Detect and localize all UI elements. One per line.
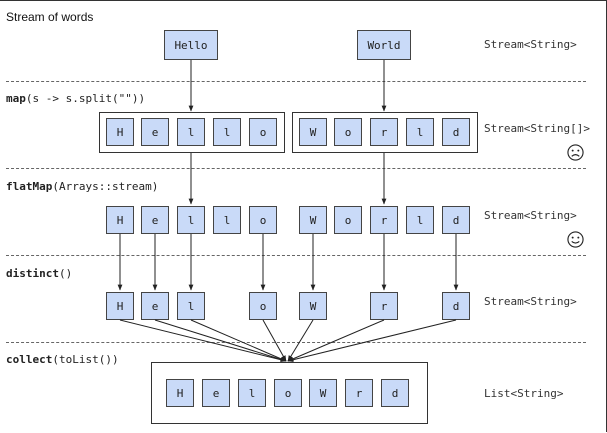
- stage-separator: [6, 255, 586, 256]
- split-cell: l: [213, 118, 241, 146]
- flat-cell: r: [370, 206, 398, 234]
- flat-cell: l: [406, 206, 434, 234]
- distinct-cell: H: [106, 292, 134, 320]
- stage-separator: [6, 81, 586, 82]
- flat-cell: o: [334, 206, 362, 234]
- split-cell: l: [406, 118, 434, 146]
- map-type-label: Stream<String[]>: [484, 122, 590, 135]
- array-frame-world: [292, 112, 478, 153]
- source-type-label: Stream<String>: [484, 38, 577, 51]
- distinct-cell: e: [141, 292, 169, 320]
- distinct-cell: o: [249, 292, 277, 320]
- split-cell: r: [370, 118, 398, 146]
- distinct-operation-label: distinct(): [6, 267, 72, 280]
- flat-cell: W: [299, 206, 327, 234]
- distinct-cell: l: [177, 292, 205, 320]
- distinct-cell: d: [442, 292, 470, 320]
- result-list-frame: [151, 362, 428, 424]
- flat-cell: e: [141, 206, 169, 234]
- word-box-world: World: [357, 30, 411, 60]
- stage-separator: [6, 342, 586, 343]
- result-cell: o: [274, 379, 302, 407]
- diagram-title: Stream of words: [6, 10, 94, 24]
- flat-cell: H: [106, 206, 134, 234]
- split-cell: e: [141, 118, 169, 146]
- op-name: flatMap: [6, 180, 53, 193]
- op-args: (toList()): [52, 353, 119, 366]
- op-name: collect: [6, 353, 53, 366]
- collect-type-label: List<String>: [484, 387, 564, 400]
- split-cell: o: [334, 118, 362, 146]
- flat-cell: o: [249, 206, 277, 234]
- distinct-cell: r: [370, 292, 398, 320]
- happy-face-icon: [567, 231, 584, 248]
- arrow-distinct-to-collect: [262, 319, 287, 362]
- op-args: (Arrays::stream): [52, 180, 159, 193]
- array-frame-hello: [99, 112, 285, 153]
- result-cell: e: [202, 379, 230, 407]
- flat-cell: d: [442, 206, 470, 234]
- flatmap-operation-label: flatMap(Arrays::stream): [6, 180, 158, 193]
- flat-cell: l: [213, 206, 241, 234]
- collect-operation-label: collect(toList()): [6, 353, 119, 366]
- word-box-hello: Hello: [164, 30, 218, 60]
- split-cell: l: [177, 118, 205, 146]
- result-cell: l: [238, 379, 266, 407]
- op-name: distinct: [6, 267, 59, 280]
- stage-separator: [6, 168, 586, 169]
- op-args: (): [58, 267, 73, 280]
- arrow-distinct-to-collect: [190, 319, 287, 362]
- sad-face-icon: [567, 144, 584, 161]
- flat-cell: l: [177, 206, 205, 234]
- arrow-distinct-to-collect: [287, 319, 457, 363]
- result-cell: W: [309, 379, 337, 407]
- map-operation-label: map(s -> s.split("")): [6, 92, 145, 105]
- result-cell: H: [166, 379, 194, 407]
- arrow-distinct-to-collect: [287, 319, 314, 362]
- split-cell: o: [249, 118, 277, 146]
- split-cell: H: [106, 118, 134, 146]
- split-cell: W: [299, 118, 327, 146]
- distinct-type-label: Stream<String>: [484, 295, 577, 308]
- arrow-distinct-to-collect: [154, 319, 287, 362]
- result-cell: r: [345, 379, 373, 407]
- split-cell: d: [442, 118, 470, 146]
- distinct-cell: W: [299, 292, 327, 320]
- arrow-distinct-to-collect: [119, 319, 287, 363]
- op-name: map: [6, 92, 26, 105]
- op-args: (s -> s.split("")): [25, 92, 146, 105]
- result-cell: d: [381, 379, 409, 407]
- flatmap-type-label: Stream<String>: [484, 209, 577, 222]
- arrow-distinct-to-collect: [287, 319, 385, 362]
